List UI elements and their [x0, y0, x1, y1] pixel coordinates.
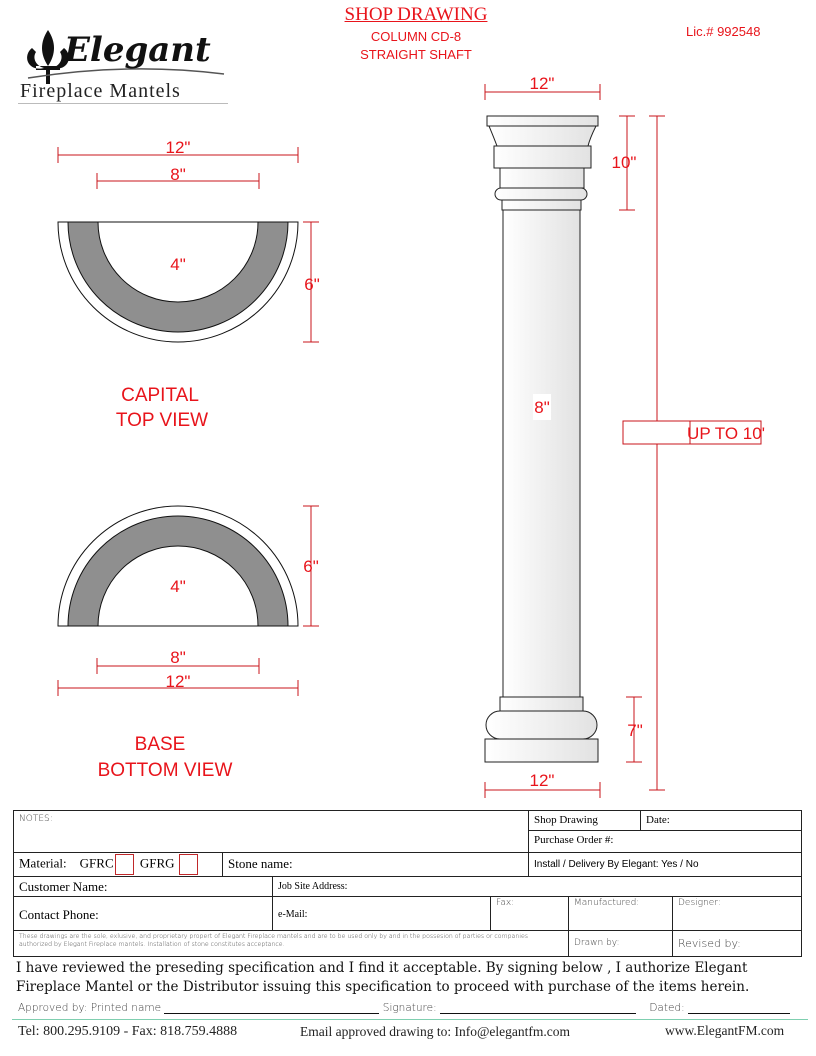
job-site-address-field[interactable]: Job Site Address:: [272, 876, 802, 897]
document-title: SHOP DRAWING: [344, 4, 488, 25]
license-number: Lic.# 992548: [686, 24, 761, 39]
footer-divider: [12, 1019, 808, 1020]
capital-label: CAPITAL: [121, 385, 199, 406]
signature-row: Approved by: Printed name Signature: Dat…: [18, 1002, 808, 1014]
material-row: Material: GFRC GFRG: [13, 852, 223, 877]
column-top-width: 12": [530, 74, 555, 93]
technical-drawing: 12" 8" 4" 6" CAPITAL TOP VIEW 4" 6" 8" 1…: [57, 74, 765, 798]
base-label: BASE: [135, 734, 186, 755]
gfrc-checkbox[interactable]: [114, 854, 134, 875]
customer-name-field[interactable]: Customer Name:: [13, 876, 273, 897]
logo-name: Elegant: [64, 30, 211, 70]
stone-name-field[interactable]: Stone name:: [222, 852, 529, 877]
designer-field[interactable]: Designer:: [672, 896, 802, 931]
column-bottom-width: 12": [530, 771, 555, 790]
dated-label: Dated:: [649, 1002, 685, 1014]
fax-field[interactable]: Fax:: [490, 896, 569, 931]
shop-drawing-label: Shop Drawing: [528, 810, 641, 831]
contact-phone-field[interactable]: Contact Phone:: [13, 896, 273, 931]
revised-by-field[interactable]: Revised by:: [672, 930, 802, 957]
notes-field[interactable]: NOTES:: [13, 810, 529, 853]
date-field[interactable]: Date:: [640, 810, 802, 831]
base-height-dim: 7": [627, 721, 643, 740]
column-model: COLUMN CD-8: [370, 29, 462, 44]
printed-name-line[interactable]: [164, 1013, 380, 1014]
footer-email[interactable]: Email approved drawing to: Info@elegantf…: [300, 1024, 570, 1039]
gfrg-checkbox[interactable]: [178, 854, 198, 875]
disclaimer-text: These drawings are the sole, exlusive, a…: [13, 930, 569, 957]
capital-height: 6": [304, 275, 320, 294]
capital-height-dim: 10": [612, 153, 637, 172]
capital-outer-width: 12": [166, 138, 191, 157]
gfrc-label: GFRC: [79, 855, 114, 871]
capital-view-label: TOP VIEW: [116, 410, 208, 431]
manufactured-field[interactable]: Manufactured:: [568, 896, 673, 931]
total-height: UP TO 10': [687, 424, 765, 443]
capital-inner-width: 8": [170, 165, 186, 184]
column-type: STRAIGHT SHAFT: [360, 47, 472, 62]
footer-phone: Tel: 800.295.9109 - Fax: 818.759.4888: [18, 1024, 238, 1039]
install-delivery-option[interactable]: Install / Delivery By Elegant: Yes / No: [528, 852, 802, 877]
base-height: 6": [303, 557, 319, 576]
email-field[interactable]: e-Mail:: [272, 896, 491, 931]
signature-line[interactable]: [439, 1013, 636, 1014]
footer-website[interactable]: www.ElegantFM.com: [665, 1023, 785, 1038]
material-label: Material:: [19, 855, 67, 871]
purchase-order-field[interactable]: Purchase Order #:: [528, 830, 802, 853]
column-elevation: [484, 115, 599, 763]
dated-line[interactable]: [687, 1013, 790, 1014]
base-view-label: BOTTOM VIEW: [98, 760, 233, 781]
gfrg-label: GFRG: [139, 855, 175, 871]
base-outer-width: 12": [166, 672, 191, 691]
approved-by-label: Approved by: Printed name: [18, 1002, 162, 1014]
signature-label: Signature:: [382, 1002, 437, 1014]
capital-depth: 4": [170, 255, 186, 274]
shaft-width: 8": [534, 398, 550, 417]
approval-statement: I have reviewed the preseding specificat…: [16, 960, 750, 995]
base-depth: 4": [170, 577, 186, 596]
drawn-by-field[interactable]: Drawn by:: [568, 930, 673, 957]
company-logo: Elegant Fireplace Mantels: [18, 22, 230, 105]
base-inner-width: 8": [170, 648, 186, 667]
logo-tagline: Fireplace Mantels: [20, 80, 181, 102]
